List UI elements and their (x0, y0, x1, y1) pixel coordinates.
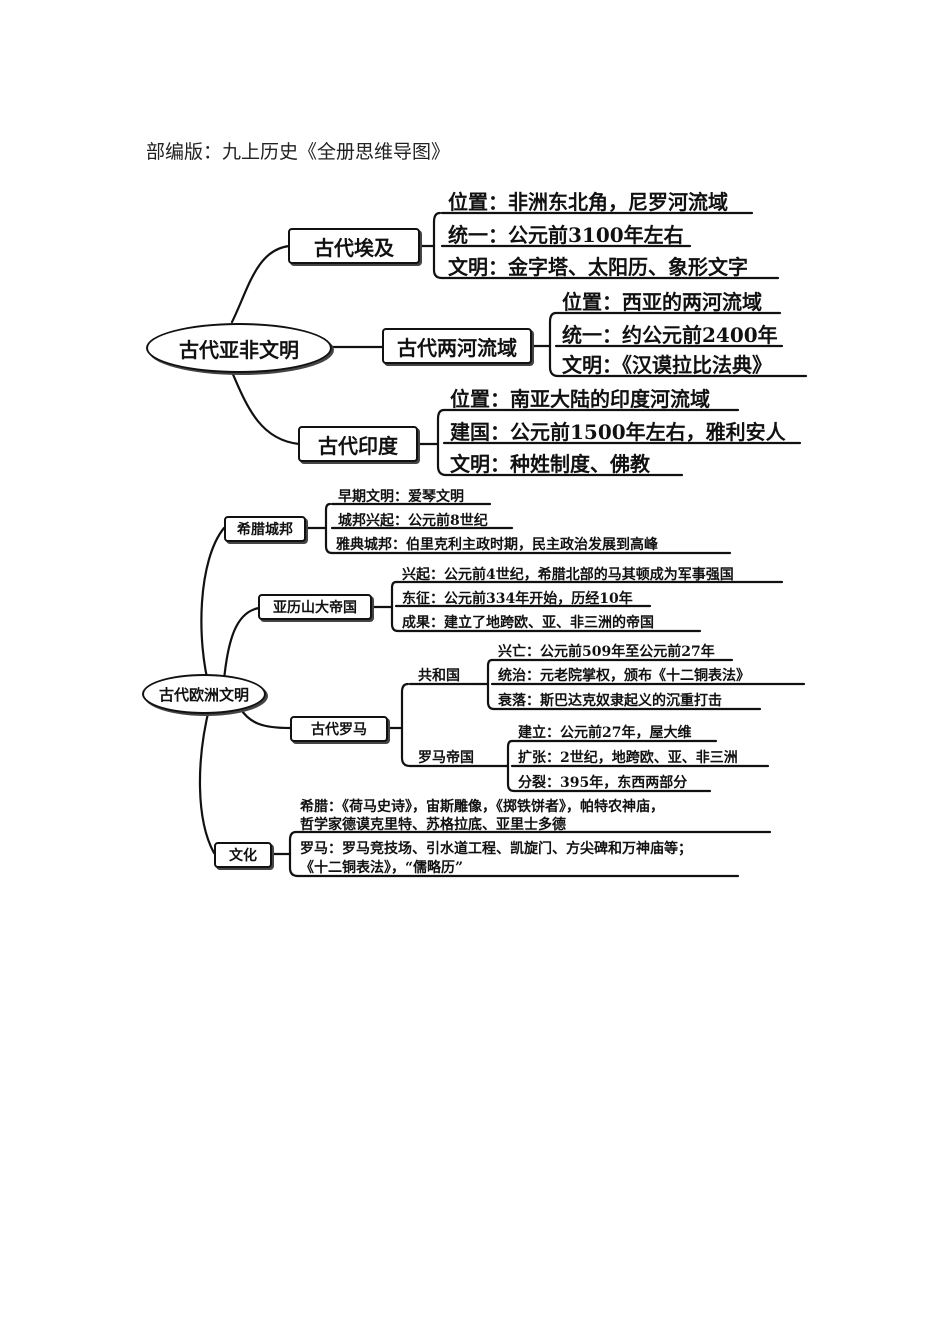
egypt-unification: 统一：公元前3100年左右 (448, 223, 684, 247)
empire-split: 分裂：395年，东西两部分 (518, 775, 688, 791)
bracket-rome (400, 682, 412, 768)
alexander-result: 成果：建立了地跨欧、亚、非三洲的帝国 (402, 615, 654, 631)
alexander-rise: 兴起：公元前4世纪，希腊北部的马其顿成为军事强国 (402, 567, 734, 583)
branch-root-egypt (230, 244, 291, 324)
root-europe: 古代欧洲文明 (142, 674, 266, 714)
spine-europe-down (198, 703, 216, 855)
republic-rule: 统治：元老院掌权，颁布《十二铜表法》 (498, 668, 750, 684)
culture-greece-line1: 希腊：《荷马史诗》，宙斯雕像，《掷铁饼者》，帕特农神庙， (300, 799, 664, 815)
meso-civilization: 文明：《汉谟拉比法典》 (562, 353, 772, 377)
empire-founding: 建立：公元前27年，屋大维 (518, 725, 692, 741)
bracket-india (436, 408, 448, 477)
rome-republic-label: 共和国 (418, 668, 460, 684)
republic-rise-fall: 兴亡：公元前509年至公元前27年 (498, 644, 715, 660)
bracket-egypt (432, 211, 444, 280)
branch-root-india (230, 370, 301, 446)
greece-athens: 雅典城邦：伯里克利主政时期，民主政治发展到高峰 (336, 537, 658, 553)
india-location: 位置：南亚大陆的印度河流域 (450, 387, 710, 411)
branch-europe-alexander (222, 606, 261, 682)
india-founding: 建国：公元前1500年左右，雅利安人 (450, 420, 786, 444)
egypt-location: 位置：非洲东北角，尼罗河流域 (448, 190, 728, 214)
root-asia-africa: 古代亚非文明 (146, 323, 332, 373)
bracket-mesopotamia (548, 311, 560, 378)
alexander-campaign: 东征：公元前334年开始，历经10年 (402, 591, 633, 607)
culture-greece-line2: 哲学家德谟克里特、苏格拉底、亚里士多德 (300, 817, 566, 833)
bracket-culture (288, 830, 300, 878)
node-ancient-rome: 古代罗马 (290, 716, 388, 742)
culture-rome-line2: 《十二铜表法》，“儒略历” (300, 860, 464, 876)
republic-decline: 衰落：斯巴达克奴隶起义的沉重打击 (498, 693, 722, 709)
node-egypt: 古代埃及 (288, 228, 420, 264)
node-mesopotamia: 古代两河流域 (382, 328, 532, 364)
meso-unification: 统一：约公元前2400年 (562, 323, 778, 347)
culture-rome-line1: 罗马：罗马竞技场、引水道工程、凯旋门、方尖碑和万神庙等； (300, 841, 692, 857)
india-civilization: 文明：种姓制度、佛教 (450, 452, 650, 476)
node-alexander-empire: 亚历山大帝国 (258, 594, 372, 620)
egypt-civilization: 文明：金字塔、太阳历、象形文字 (448, 255, 748, 279)
rome-empire-label: 罗马帝国 (418, 750, 474, 766)
greece-early: 早期文明：爱琴文明 (338, 489, 464, 505)
node-greece-city-states: 希腊城邦 (224, 516, 306, 542)
node-culture: 文化 (214, 842, 272, 868)
node-india: 古代印度 (298, 426, 418, 462)
branch-europe-rome (238, 706, 292, 730)
empire-expansion: 扩张：2世纪，地跨欧、亚、非三洲 (518, 750, 738, 766)
greece-rise: 城邦兴起：公元前8世纪 (338, 513, 488, 529)
spine-europe (200, 526, 226, 692)
meso-location: 位置：西亚的两河流域 (562, 290, 762, 314)
page-title: 部编版：九上历史《全册思维导图》 (146, 141, 451, 163)
